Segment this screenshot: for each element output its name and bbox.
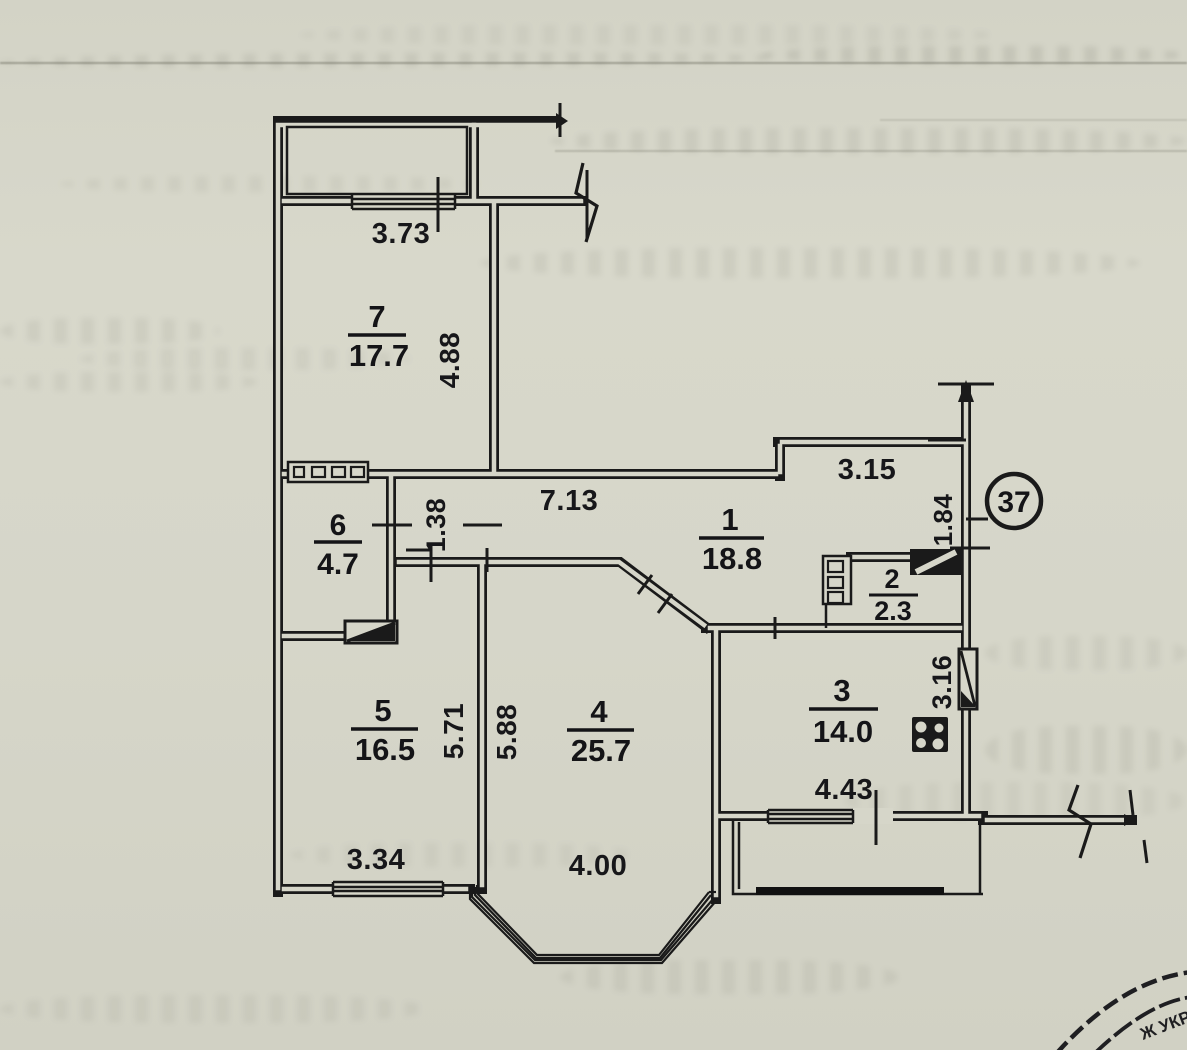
bleedthrough-smudge bbox=[550, 128, 1187, 154]
bleedthrough-smudge bbox=[760, 46, 1187, 64]
bleedthrough-smudge bbox=[290, 843, 640, 867]
door-icon-room5 bbox=[343, 619, 399, 645]
room-2-number: 2 bbox=[884, 564, 899, 594]
room-3-number: 3 bbox=[833, 673, 850, 708]
dim-entry-niche-depth: 1.84 bbox=[928, 494, 958, 547]
room-2-area: 2.3 bbox=[874, 596, 912, 626]
window-room5 bbox=[331, 880, 445, 898]
wall-break-symbols bbox=[574, 162, 1093, 859]
bay-window bbox=[468, 885, 717, 965]
arrow-top-left bbox=[556, 113, 568, 129]
page-line bbox=[0, 62, 1187, 64]
room-labels: 7 17.7 6 4.7 5 16.5 4 25.7 1 bbox=[314, 299, 918, 768]
stamp-outer-ring bbox=[1056, 970, 1187, 1050]
room-4-label: 4 25.7 bbox=[567, 694, 634, 768]
dim-entry-niche-width: 3.15 bbox=[838, 454, 896, 486]
bleedthrough-smudge bbox=[0, 318, 220, 344]
dimension-labels: 3.73 4.88 7.13 1.38 3.15 1.84 5.71 5.88 … bbox=[347, 218, 958, 882]
vent-grid-room6 bbox=[286, 460, 370, 484]
room-7-area: 17.7 bbox=[349, 338, 409, 373]
window-kitchen bbox=[766, 808, 893, 825]
stamp-arc: Ж УКР bbox=[1056, 970, 1187, 1050]
dim-room4-depth: 5.88 bbox=[491, 704, 522, 761]
dim-room7-width: 3.73 bbox=[372, 218, 430, 250]
dim-kitchen-depth: 3.16 bbox=[927, 655, 957, 710]
wall-continuation-arrows bbox=[530, 113, 1136, 826]
arrow-right-wall bbox=[1124, 814, 1136, 826]
bleedthrough-smudge bbox=[300, 25, 1000, 45]
room-1-number: 1 bbox=[721, 502, 738, 537]
dim-room5-width: 3.34 bbox=[347, 844, 405, 876]
room-7-label: 7 17.7 bbox=[348, 299, 409, 373]
page-line bbox=[880, 119, 1187, 121]
room-4-area: 25.7 bbox=[571, 733, 631, 768]
window-room7 bbox=[350, 192, 457, 211]
room-1-label: 1 18.8 bbox=[699, 502, 764, 576]
dim-room5-depth: 5.71 bbox=[438, 703, 469, 760]
bleedthrough-smudge bbox=[80, 348, 410, 370]
room-5-area: 16.5 bbox=[355, 732, 415, 767]
bleedthrough-smudge bbox=[0, 995, 430, 1023]
door-icon-entrance bbox=[910, 549, 963, 575]
bleedthrough-smudge bbox=[985, 636, 1187, 670]
walls-inner bbox=[275, 122, 1131, 898]
room-1-area: 18.8 bbox=[702, 541, 762, 576]
bleedthrough-smudge bbox=[560, 960, 900, 994]
dim-passage-width: 1.38 bbox=[421, 498, 451, 553]
balcony-kitchen bbox=[731, 820, 983, 896]
room-3-label: 3 14.0 bbox=[809, 673, 878, 749]
page-line bbox=[555, 150, 1187, 152]
stamp-inner-ring bbox=[1095, 995, 1187, 1050]
loggia-top-outline bbox=[285, 125, 469, 196]
break-right-wall bbox=[1067, 784, 1093, 859]
apartment-number: 37 bbox=[997, 486, 1030, 519]
apartment-number-badge: 37 bbox=[984, 471, 1044, 531]
room-7-number: 7 bbox=[368, 299, 385, 334]
dimension-ticks bbox=[372, 103, 1149, 864]
room-5-label: 5 16.5 bbox=[351, 693, 418, 767]
dim-room7-depth: 4.88 bbox=[434, 332, 465, 389]
room-4-number: 4 bbox=[590, 694, 608, 729]
room-6-label: 6 4.7 bbox=[314, 509, 362, 581]
room-2-label: 2 2.3 bbox=[869, 564, 918, 626]
dim-hall-length: 7.13 bbox=[540, 485, 598, 517]
room-5-number: 5 bbox=[374, 693, 391, 728]
bleedthrough-smudge bbox=[985, 726, 1187, 774]
room-3-area: 14.0 bbox=[813, 714, 873, 749]
room-6-area: 4.7 bbox=[317, 548, 359, 581]
dim-kitchen-width: 4.43 bbox=[815, 774, 873, 806]
break-top-wall bbox=[574, 162, 599, 243]
stove-icon bbox=[912, 717, 948, 752]
dim-bay-window-width: 4.00 bbox=[569, 850, 627, 882]
bleedthrough-smudge bbox=[480, 248, 1140, 278]
room-6-number: 6 bbox=[330, 509, 347, 542]
door-icon-kitchen bbox=[957, 647, 979, 711]
bleedthrough-smudge bbox=[0, 372, 260, 392]
arrow-top-right bbox=[958, 380, 974, 402]
vent-grid-room2 bbox=[821, 554, 853, 628]
